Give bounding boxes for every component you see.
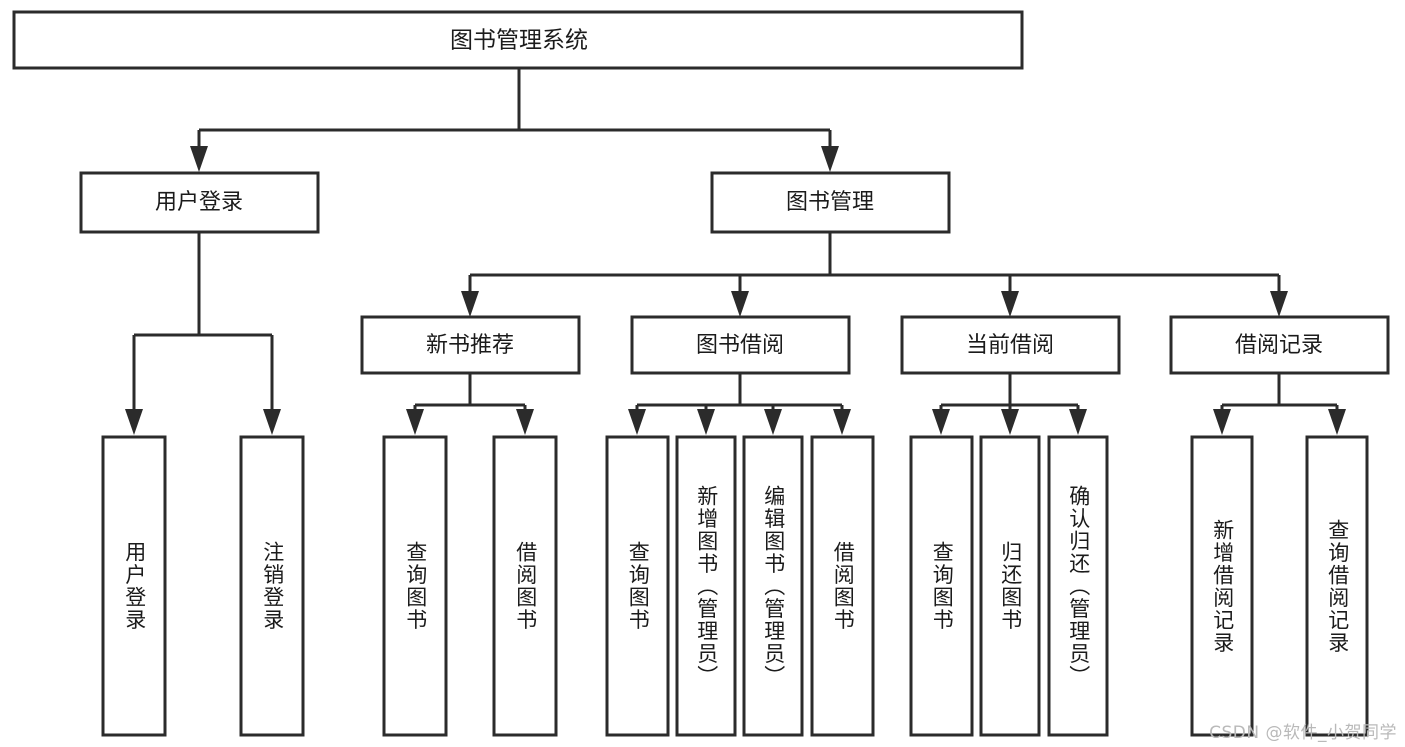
node-leaf-13[interactable]: [1305, 435, 1369, 737]
node-current-borrow-label: 当前借阅: [966, 333, 1054, 358]
connector-group-new-book-rec: [406, 373, 534, 435]
node-leaf-12[interactable]: [1190, 435, 1254, 737]
node-book-manage[interactable]: 图书管理: [710, 171, 951, 234]
node-book-manage-label: 图书管理: [786, 190, 874, 215]
node-new-book-rec-label: 新书推荐: [426, 333, 514, 358]
node-book-borrow[interactable]: 图书借阅: [630, 315, 851, 375]
node-leaf-6[interactable]: [675, 435, 737, 737]
node-new-book-rec[interactable]: 新书推荐: [360, 315, 581, 375]
node-current-borrow[interactable]: 当前借阅: [900, 315, 1121, 375]
node-leaf-2[interactable]: [239, 435, 305, 737]
node-user-login[interactable]: 用户登录: [79, 171, 320, 234]
connector-group-root: [190, 68, 839, 172]
node-leaf-11[interactable]: [1047, 435, 1109, 737]
node-borrow-record-label: 借阅记录: [1235, 333, 1323, 358]
connector-group-borrow-record: [1213, 373, 1346, 435]
connector-group-current-borrow: [932, 373, 1087, 435]
node-book-borrow-label: 图书借阅: [696, 333, 784, 358]
node-leaf-7[interactable]: [742, 435, 804, 737]
node-root[interactable]: 图书管理系统: [12, 10, 1024, 70]
node-leaf-3[interactable]: [382, 435, 448, 737]
node-leaf-5[interactable]: [605, 435, 670, 737]
node-leaf-4[interactable]: [492, 435, 558, 737]
node-root-label: 图书管理系统: [450, 28, 588, 54]
csdn-watermark: CSDN @软件_小贺同学: [1209, 723, 1397, 743]
node-user-login-label: 用户登录: [155, 190, 243, 215]
connector-group-book-borrow: [628, 373, 851, 435]
connector-group-user-login: [125, 232, 281, 435]
connector-group-book-manage: [461, 232, 1288, 317]
node-borrow-record[interactable]: 借阅记录: [1169, 315, 1390, 375]
node-leaf-1[interactable]: [101, 435, 167, 737]
node-leaf-10[interactable]: [979, 435, 1041, 737]
node-leaf-8[interactable]: [810, 435, 875, 737]
node-leaf-9[interactable]: [909, 435, 974, 737]
